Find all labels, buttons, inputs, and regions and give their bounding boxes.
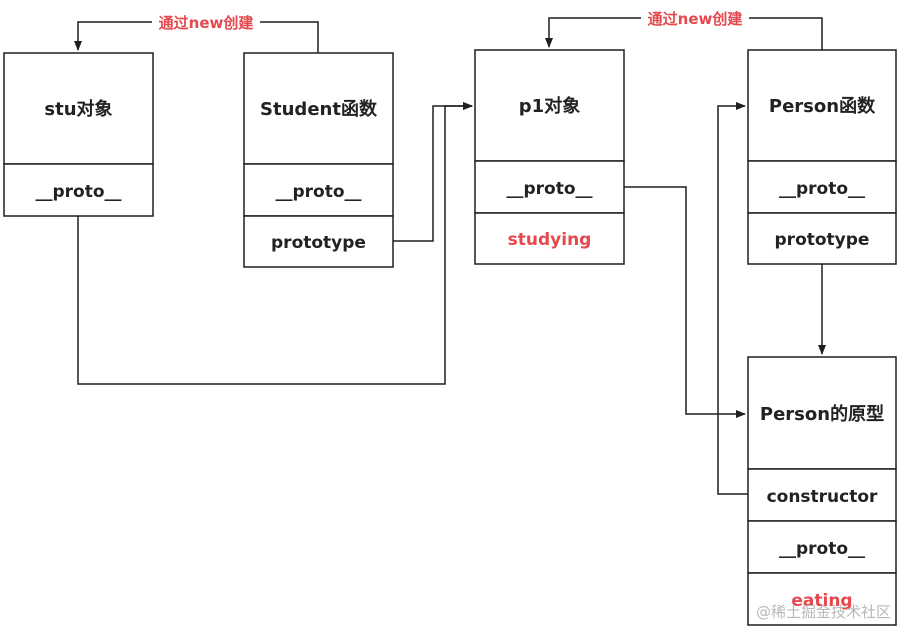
stu-object-node: stu对象 __proto__	[3, 52, 154, 217]
student-title: Student函数	[260, 98, 378, 120]
p1-title-cell	[474, 49, 625, 162]
person-function-node: Person函数 __proto__ prototype	[747, 49, 897, 265]
student-new-label-bg	[152, 11, 260, 33]
person-proto-proto-label: __proto__	[779, 539, 866, 559]
stu-proto-to-p1-arrow	[77, 102, 473, 385]
person-new-label-bg	[641, 7, 749, 29]
site-watermark: @稀土掘金技术社区	[756, 603, 891, 621]
person-proto-constructor-label: constructor	[767, 487, 878, 507]
person-prototype-label: prototype	[775, 230, 870, 250]
constructor-to-person-function-arrow	[717, 102, 748, 495]
p1-proto-to-person-prototype-arrow	[624, 186, 746, 418]
person-title: Person函数	[769, 95, 876, 117]
student-new-label: 通过new创建	[159, 14, 255, 32]
person-prototype-node: Person的原型 constructor __proto__ eating	[747, 356, 897, 626]
student-prototype-to-p1-arrow	[393, 102, 473, 242]
p1-object-node: p1对象 __proto__ studying	[474, 49, 625, 265]
p1-method-cell	[474, 212, 625, 265]
student-prototype-label: prototype	[271, 233, 366, 253]
person-proto-eating-method: eating	[791, 591, 852, 611]
person-new-label: 通过new创建	[648, 10, 744, 28]
p1-studying-method: studying	[508, 230, 592, 250]
person-proto-proto-cell	[747, 520, 897, 574]
stu-proto-cell	[3, 163, 154, 217]
p1-title: p1对象	[519, 95, 580, 117]
person-proto-title-cell	[747, 356, 897, 470]
student-proto-label: __proto__	[275, 182, 362, 202]
stu-title-cell	[3, 52, 154, 165]
student-proto-cell	[243, 163, 394, 217]
stu-proto-label: __proto__	[35, 182, 122, 202]
person-proto-title: Person的原型	[760, 403, 884, 425]
student-function-node: Student函数 __proto__ prototype	[243, 52, 394, 268]
person-proto-method-cell	[747, 572, 897, 626]
person-proto-cell	[747, 160, 897, 214]
student-prototype-cell	[243, 215, 394, 268]
person-proto-label: __proto__	[779, 179, 866, 199]
p1-proto-label: __proto__	[506, 179, 593, 199]
stu-title: stu对象	[44, 98, 112, 120]
person-prototype-cell	[747, 212, 897, 265]
